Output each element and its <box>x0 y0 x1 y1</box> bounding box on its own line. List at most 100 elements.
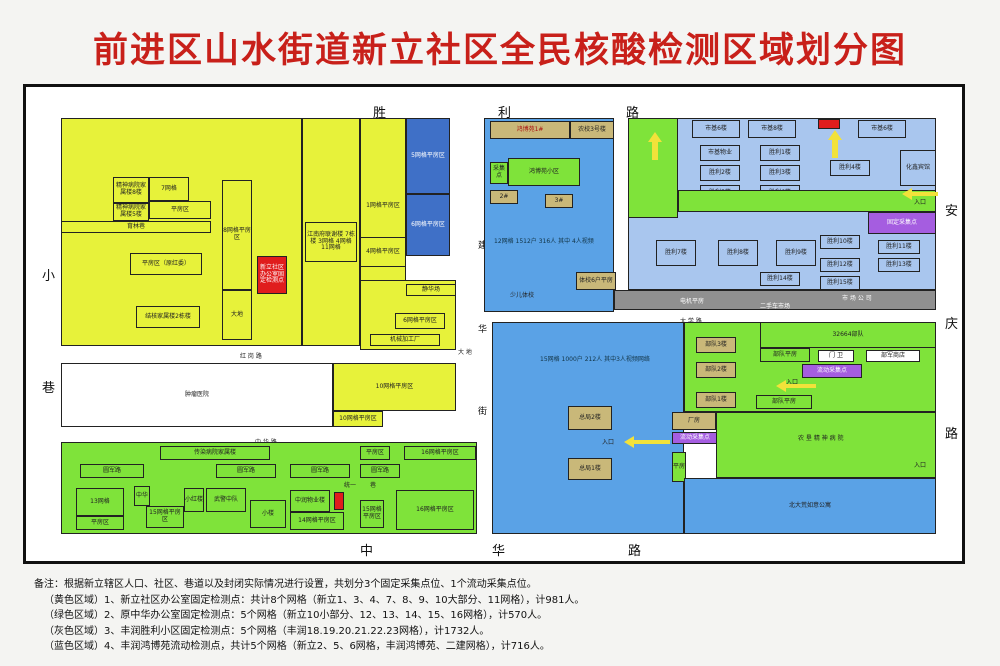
road-label: 安 <box>945 204 959 219</box>
building-block: 精神病院家属楼8楼 <box>113 177 149 203</box>
road-strip <box>614 290 936 310</box>
building-block: 胜利14楼 <box>760 272 800 286</box>
building-block: 部队平房 <box>756 395 812 409</box>
road-label: 路 <box>945 427 959 442</box>
page-title: 前进区山水街道新立社区全民核酸检测区域划分图 <box>92 30 907 71</box>
building-block: 胜利11楼 <box>878 240 920 254</box>
building-block: 厂房 <box>672 412 716 430</box>
building-block: 15网格平房区 <box>360 500 384 528</box>
building-block: 化鑫宾馆 <box>900 150 936 186</box>
building-block: 总局2楼 <box>568 406 612 430</box>
road-label: 路 <box>628 544 642 559</box>
grid-label: 12网格 1512户 316人 其中 4人视频 <box>494 238 594 245</box>
building-block: 10网格平房区 <box>333 363 456 411</box>
building-block: 鸿博苑1# <box>490 121 570 139</box>
building-block: 胜利10楼 <box>820 235 860 249</box>
building-block: 部队1楼 <box>696 392 736 408</box>
building-block: 14网格平房区 <box>290 512 344 530</box>
building-block: 4网格平房区 <box>360 237 406 267</box>
building-block: 13网格 <box>76 488 124 516</box>
road-label: 华 <box>478 325 488 335</box>
building-block: 6网格平房区 <box>395 313 445 329</box>
note-line: （绿色区域）2、原中华办公室固定检测点：5个网格（新立10小部分、12、13、1… <box>44 610 548 621</box>
building-block: 圆军路 <box>216 464 276 478</box>
arrow-icon <box>648 132 662 160</box>
building-label: 市 场 公 司 <box>842 295 872 302</box>
building-block: 部军商店 <box>866 350 920 362</box>
entrance-label: 入口 <box>914 462 927 469</box>
building-block: 16网格平房区 <box>396 490 474 530</box>
building-block: 小红楼 <box>184 488 204 512</box>
note-line: 备注：根据新立辖区人口、社区、巷道以及封闭实际情况进行设置，共划分3个固定采集点… <box>34 579 537 590</box>
building-block: 农校3号楼 <box>570 121 614 139</box>
road-label: 华 <box>492 544 506 559</box>
green-strip <box>678 190 936 212</box>
building-block: 16网格平房区 <box>404 446 476 460</box>
road-label: 建 <box>478 241 488 251</box>
building-label: 巷 <box>370 482 377 489</box>
building-block: 市基物业 <box>700 145 740 161</box>
road-label: 红 岗 路 <box>240 353 262 360</box>
building-block: 3# <box>545 194 573 208</box>
building-block: 胜利2楼 <box>700 165 740 181</box>
building-block: 体校6户平房 <box>576 272 616 290</box>
note-line: （黄色区域）1、新立社区办公室固定检测点：共计8个网格（新立1、3、4、7、8、… <box>44 594 585 606</box>
building-block: 育林巷 <box>61 221 211 233</box>
building-block: 平房区 <box>76 516 124 530</box>
building-block: 6网格平房区 <box>406 194 450 256</box>
building-block: 部队平房 <box>760 348 810 362</box>
mobile-collection-point: 流动采集点 <box>672 432 718 444</box>
road-label: 中 <box>360 544 374 559</box>
building-block: 平房 <box>672 452 686 482</box>
building-block: 精神病院家属楼5楼 <box>113 203 149 221</box>
building-block: 7网格 <box>149 177 189 201</box>
building-block: 部队2楼 <box>696 362 736 378</box>
hospital-block: 肿瘤医院 <box>61 363 333 427</box>
building-block: 5网格平房区 <box>406 118 450 194</box>
building-block: 平房区（原红委） <box>130 253 202 275</box>
building-block: 中华 <box>134 486 150 506</box>
building-block: 8网格平房区 <box>222 180 252 290</box>
building-label: 二手车市场 <box>760 303 791 310</box>
building-block: 机械加工厂 <box>370 334 440 346</box>
building-block: 10网格平房区 <box>333 411 383 427</box>
building-block: 市基8楼 <box>748 120 796 138</box>
building-block: 胜利12楼 <box>820 258 860 272</box>
arrow-icon <box>902 188 938 200</box>
arrow-icon <box>776 380 816 392</box>
note-line: （蓝色区域）4、丰润鸿博苑流动检测点，共计5个网格（新立2、5、6网格，丰润鸿博… <box>44 641 550 652</box>
building-block: 胜利4楼 <box>830 160 870 176</box>
building-block: 平房区 <box>360 446 390 460</box>
building-block: 武警中队 <box>206 488 246 512</box>
building-block: 门 卫 <box>818 350 854 362</box>
mobile-collection-point: 流动采集点 <box>802 364 862 378</box>
building-block: 静华场 <box>406 284 456 296</box>
green-strip <box>628 118 678 218</box>
building-block: 中润物业楼 <box>290 490 330 512</box>
road-label: 胜 <box>373 106 387 121</box>
fixed-testing-point: 新立社区办公室固定检测点 <box>257 256 287 294</box>
building-block: 圆军路 <box>290 464 350 478</box>
building-block: 胜利7楼 <box>656 240 696 266</box>
road-label: 大 地 <box>458 349 472 356</box>
building-block: 大地 <box>222 290 252 340</box>
road-label: 路 <box>626 106 640 121</box>
building-label: 电机平房 <box>680 298 705 305</box>
building-block: 小楼 <box>250 500 286 528</box>
building-block: 胜利1楼 <box>760 145 800 161</box>
building-block: 总局1楼 <box>568 458 612 480</box>
building-block: 市基6楼 <box>692 120 740 138</box>
building-block: 结核家属楼2栋楼 <box>136 306 200 328</box>
building-block: 1网格平房区 <box>360 118 406 294</box>
entrance-label: 入口 <box>786 379 799 386</box>
fixed-collection-point: 固定采集点 <box>868 212 936 234</box>
building-block: 胜利9楼 <box>776 240 816 266</box>
road-label: 利 <box>498 106 512 121</box>
building-label: 统一 <box>344 482 357 489</box>
building-block: 传染病院家属楼 <box>160 446 270 460</box>
red-marker <box>818 119 840 129</box>
road-label: 巷 <box>42 381 56 396</box>
building-label: 农 垦 精 神 病 院 <box>798 435 844 442</box>
building-block: 32664部队 <box>760 322 936 348</box>
